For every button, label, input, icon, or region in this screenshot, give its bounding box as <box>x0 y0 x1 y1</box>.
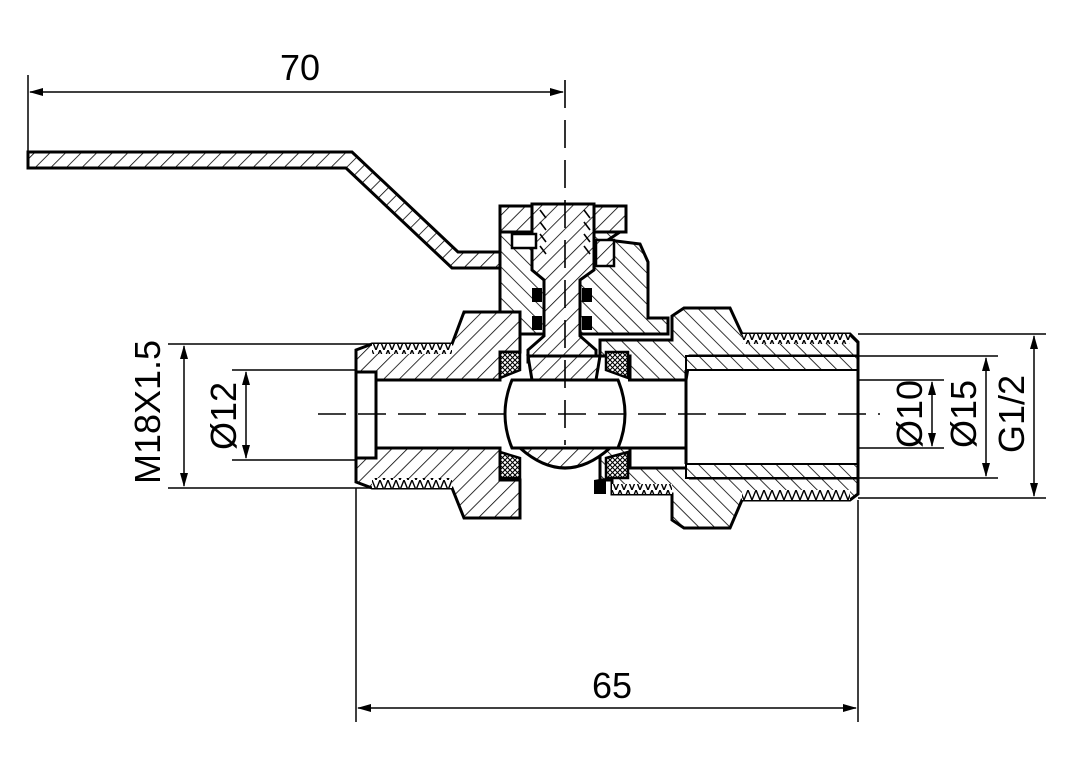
dim-bore-left: Ø12 <box>203 382 244 450</box>
stem-assembly <box>498 202 670 364</box>
dim-bore-right: Ø15 <box>943 380 984 448</box>
dim-thread-right: G1/2 <box>991 375 1032 453</box>
valve-body <box>354 306 860 530</box>
dim-overall-length: 65 <box>592 665 632 706</box>
dim-thread-left: M18X1.5 <box>127 340 168 484</box>
dimension-lines <box>27 75 1046 722</box>
dim-handle-length: 70 <box>280 47 320 88</box>
handle-lever <box>26 150 530 270</box>
dim-bore-ball: Ø10 <box>889 380 930 448</box>
center-lines <box>318 80 880 445</box>
